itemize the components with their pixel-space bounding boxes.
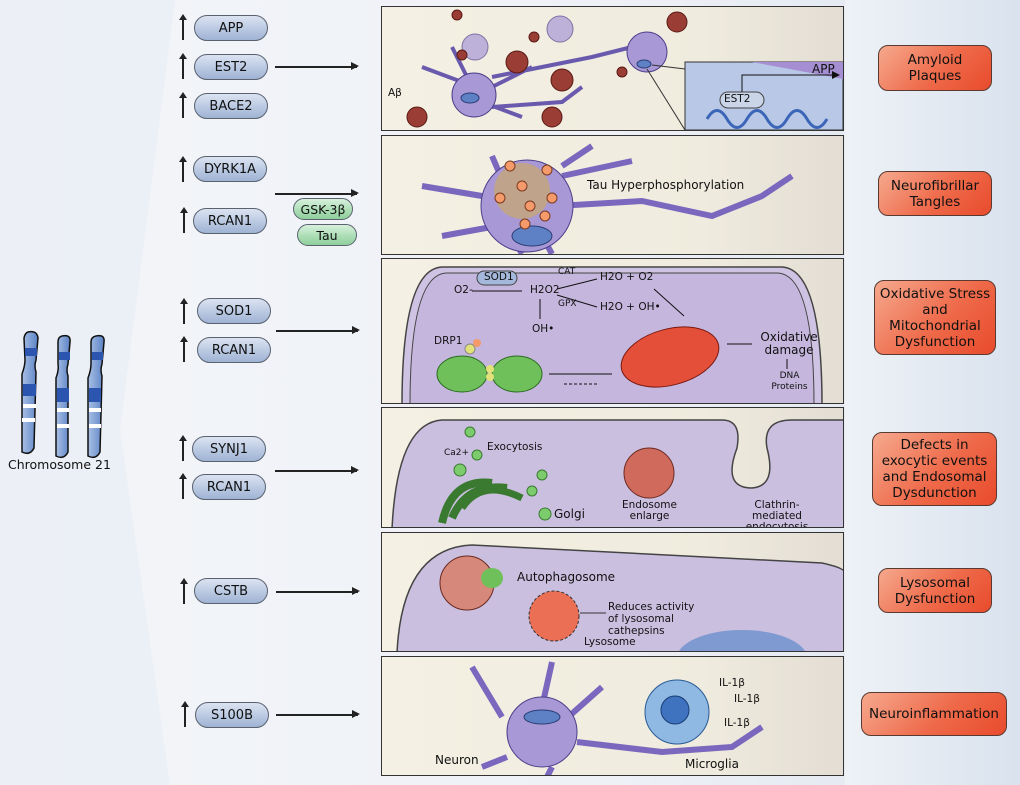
- abeta-label: Aβ: [388, 87, 402, 99]
- mitochondrion-damaged-icon: [620, 326, 720, 388]
- gene-pill-dyrk1a: DYRK1A: [193, 156, 267, 182]
- sod1-enzyme-pill: [476, 270, 518, 286]
- cytokine-label-2: IL-1β: [734, 693, 760, 705]
- outcome-lysosomal-dysfunction: Lysosomal Dysfunction: [878, 568, 992, 613]
- pathway-arrow: [275, 63, 359, 69]
- upregulation-arrow-icon: [179, 53, 187, 79]
- panel-oxidative-stress: O2- SOD1 H2O2 CAT GPX H2O + O2 H2O + OH•…: [381, 258, 844, 404]
- pathway-arrow: [276, 327, 360, 333]
- oxidative-damage-label: Oxidative damage: [760, 330, 818, 357]
- neuron-icon: [506, 696, 578, 768]
- lysosome-label: Lysosome: [584, 636, 636, 648]
- upregulation-arrow-icon: [179, 92, 187, 118]
- right-background: [845, 0, 1020, 785]
- upregulation-arrow-icon: [179, 473, 187, 499]
- product1-label: H2O + O2: [600, 271, 654, 283]
- gene-pill-rcan1: RCAN1: [197, 337, 271, 363]
- cytokine-label-3: IL-1β: [724, 717, 750, 729]
- exocytosis-label: Exocytosis: [487, 441, 543, 453]
- chromosome-icon: [55, 334, 71, 459]
- o2-label: O2-: [454, 284, 473, 296]
- neuron-icon: [421, 15, 668, 119]
- gene-pill-app: APP: [194, 15, 268, 41]
- amyloid-illustration: [406, 9, 843, 130]
- phosphate-icon: [494, 160, 558, 230]
- gene-pill-rcan1: RCAN1: [193, 208, 267, 234]
- autophagosome-label: Autophagosome: [517, 570, 616, 584]
- h2o2-label: H2O2: [530, 284, 560, 296]
- mediator-pill-gsk3b: GSK-3β: [293, 198, 353, 220]
- upregulation-arrow-icon: [180, 298, 188, 324]
- panel-neuroinflammation: Neuron Microglia IL-1β IL-1β IL-1β: [381, 656, 844, 776]
- golgi-icon: [438, 426, 552, 524]
- chromosome-label: Chromosome 21: [8, 457, 111, 472]
- mitochondrion-healthy-icon: [436, 339, 543, 393]
- endosome-enlarge-label: Endosome enlarge: [622, 499, 677, 522]
- cytokine-label-1: IL-1β: [719, 677, 745, 689]
- outcome-neurofibrillar-tangles: Neurofibrillar Tangles: [878, 171, 992, 216]
- tangles-illustration: [421, 143, 794, 254]
- neuron-label: Neuron: [435, 753, 479, 767]
- enlarged-endosome-icon: [623, 447, 675, 499]
- pathway-arrow: [276, 588, 360, 594]
- upregulation-arrow-icon: [180, 578, 188, 604]
- upregulation-arrow-icon: [179, 156, 187, 182]
- upregulation-arrow-icon: [180, 336, 188, 362]
- mediator-pill-tau: Tau: [297, 224, 357, 246]
- gene-pill-sod1: SOD1: [197, 298, 271, 324]
- outcome-endosomal-defects: Defects in exocytic events and Endosomal…: [872, 432, 997, 506]
- pathway-arrow: [275, 467, 359, 473]
- hydroxyl-label: OH•: [532, 323, 555, 335]
- upregulation-arrow-icon: [179, 435, 187, 461]
- microglia-label: Microglia: [685, 757, 739, 771]
- lysosome-icon: [528, 590, 580, 642]
- gpx-label: GPX: [558, 299, 577, 309]
- tau-hyperphosphorylation-label: Tau Hyperphosphorylation: [587, 178, 745, 192]
- calcium-label: Ca2+: [444, 448, 470, 458]
- panel-neurofibrillary-tangles: Tau Hyperphosphorylation: [381, 135, 844, 255]
- gene-pill-bace2: BACE2: [194, 93, 268, 119]
- product2-label: H2O + OH•: [600, 301, 661, 313]
- endosomal-illustration: [391, 419, 843, 527]
- damage-targets-label: DNA Proteins: [771, 371, 808, 392]
- panel-endosomal-defects: Ca2+ Exocytosis Golgi Endosome enlarge C…: [381, 407, 844, 528]
- gene-pill-s100b: S100B: [195, 702, 269, 728]
- upregulation-arrow-icon: [181, 701, 189, 727]
- transcription-inset: [684, 61, 843, 130]
- clathrin-label: Clathrin-mediated endocytosis: [745, 499, 809, 528]
- cat-label: CAT: [558, 267, 576, 277]
- upregulation-arrow-icon: [180, 207, 188, 233]
- gene-pill-cstb: CSTB: [194, 578, 268, 604]
- pathway-arrow: [276, 711, 360, 717]
- outcome-neuroinflammation: Neuroinflammation: [861, 692, 1007, 736]
- drp1-label: DRP1: [434, 335, 463, 347]
- gene-pill-synj1: SYNJ1: [192, 436, 266, 462]
- inset-target-label: APP: [812, 62, 835, 76]
- mitochondrion-icon: [481, 568, 503, 588]
- chromosome-icon: [87, 334, 105, 459]
- gene-pill-est2: EST2: [194, 54, 268, 80]
- outcome-amyloid-plaques: Amyloid Plaques: [878, 45, 992, 91]
- lysosomal-illustration: [396, 544, 843, 651]
- outcome-oxidative-stress: Oxidative Stress and Mitochondrial Dysfu…: [874, 280, 996, 355]
- gene-pill-rcan1: RCAN1: [192, 474, 266, 500]
- chromosome-21-trisomy: [21, 330, 105, 459]
- inflammation-illustration: [469, 661, 764, 775]
- chromosome-icon: [21, 330, 39, 455]
- golgi-label: Golgi: [554, 507, 585, 521]
- upregulation-arrow-icon: [179, 14, 187, 40]
- pathway-arrow: [275, 190, 359, 196]
- panel-amyloid-plaques: Aβ EST2 APP: [381, 6, 844, 131]
- oxidative-illustration: [401, 266, 823, 403]
- inset-gene-label: EST2: [724, 93, 751, 105]
- amyloid-plaque-icon: [406, 9, 688, 128]
- nucleus-icon: [679, 630, 805, 651]
- sod1-label: SOD1: [484, 271, 514, 283]
- cathepsin-label: Reduces activity of lysosomal cathepsins: [608, 601, 695, 637]
- panel-lysosomal-dysfunction: Autophagosome Reduces activity of lysoso…: [381, 532, 844, 652]
